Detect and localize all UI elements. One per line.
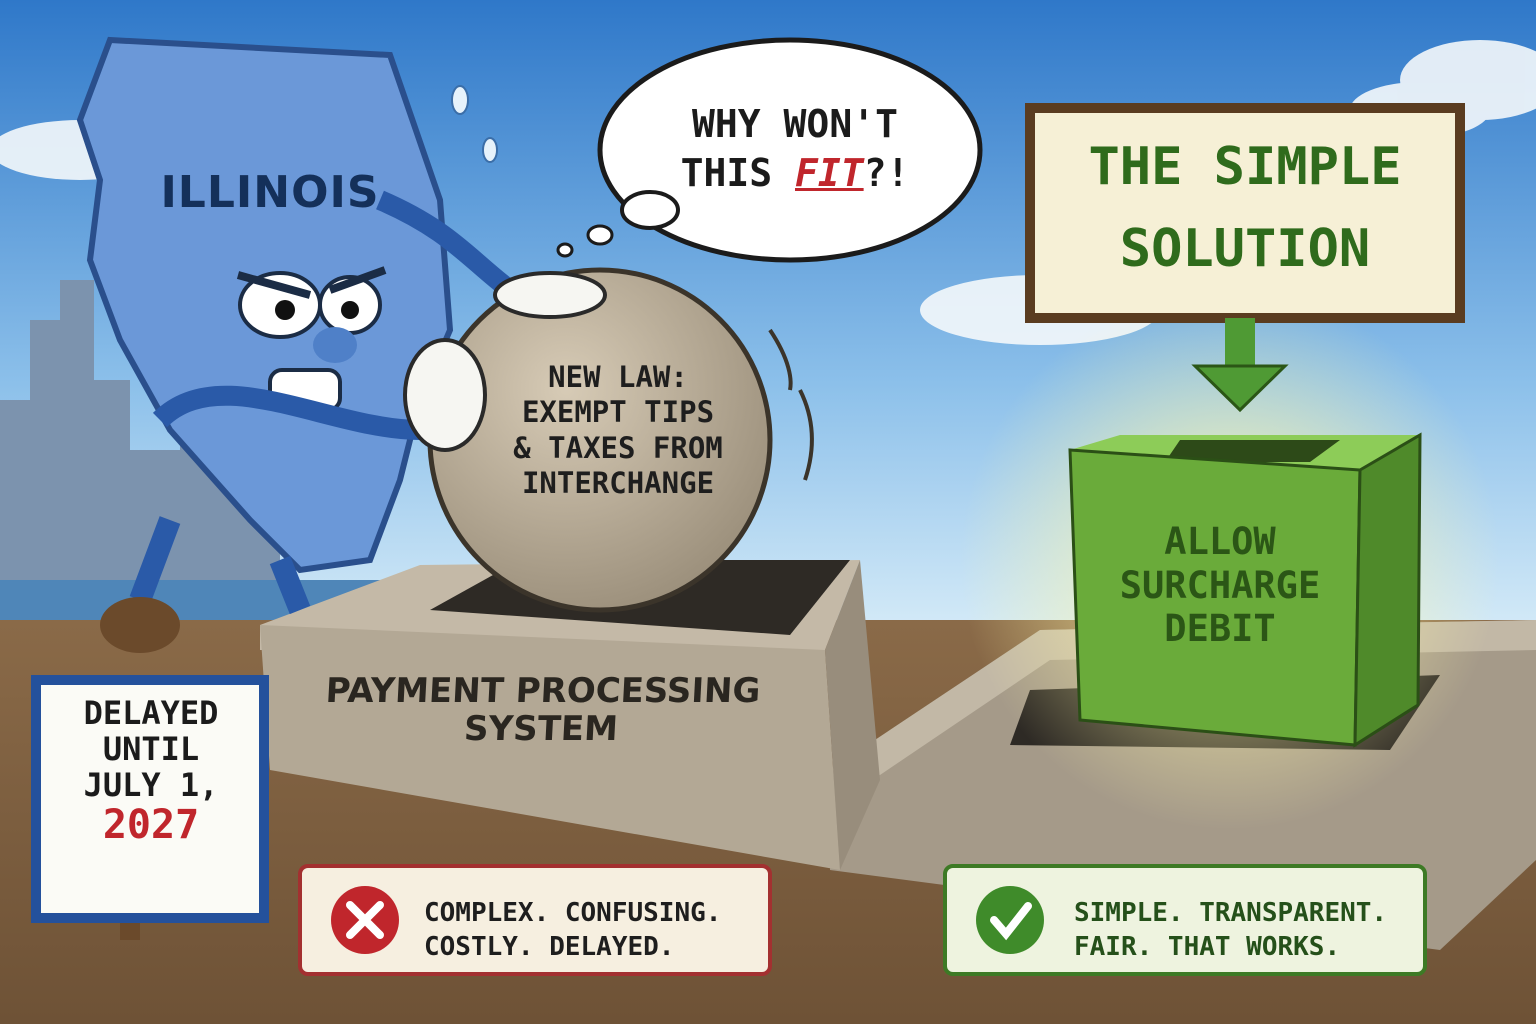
sweat-drops <box>451 85 498 163</box>
good-line-2: FAIR. THAT WORKS. <box>1074 931 1341 962</box>
speech-bubble-text: WHY WON'T THIS FIT?! <box>630 100 960 199</box>
delay-sign <box>31 675 269 940</box>
good-callout <box>943 864 1427 976</box>
bubble-line-2: THIS FIT?! <box>630 149 960 198</box>
delay-year: 2027 <box>102 802 200 849</box>
illinois-character <box>76 36 517 653</box>
speech-bubble <box>556 37 983 263</box>
bubble-line-2-prefix: THIS <box>680 151 795 196</box>
bad-line-2: COSTLY. DELAYED. <box>424 931 675 962</box>
boulder-text: NEW LAW: EXEMPT TIPS & TAXES FROM INTERC… <box>468 360 768 502</box>
boulder-line-4: INTERCHANGE <box>521 466 715 501</box>
bubble-fit-word: FIT <box>794 151 864 196</box>
gloved-hands <box>403 271 607 452</box>
state-name-label: ILLINOIS <box>160 167 380 218</box>
bad-callout-text: COMPLEX. CONFUSING. COSTLY. DELAYED. <box>424 897 721 965</box>
solution-title-line-1: THE SIMPLE <box>1088 137 1402 197</box>
good-callout-text: SIMPLE. TRANSPARENT. FAIR. THAT WORKS. <box>1074 897 1387 965</box>
cube-text: ALLOW SURCHARGE DEBIT <box>1090 520 1350 651</box>
solution-title-line-2: SOLUTION <box>1119 219 1371 279</box>
payment-system-label: PAYMENT PROCESSING SYSTEM <box>324 671 762 750</box>
bad-callout <box>298 864 772 976</box>
delay-sign-text: DELAYED UNTIL JULY 1, 2027 <box>56 694 246 849</box>
cube-line-1: ALLOW <box>1164 520 1276 563</box>
delay-line-2: UNTIL <box>102 729 200 768</box>
solution-sign <box>1025 103 1465 413</box>
delay-line-3: JULY 1, <box>83 765 219 804</box>
boulder-line-2: EXEMPT TIPS <box>521 395 715 430</box>
cube-line-3: DEBIT <box>1164 607 1276 651</box>
green-cube <box>1068 432 1422 748</box>
bubble-line-1: WHY WON'T <box>692 102 898 146</box>
delay-line-1: DELAYED <box>83 694 219 732</box>
boulder-line-3: & TAXES FROM <box>513 430 723 465</box>
bad-line-1: COMPLEX. CONFUSING. <box>424 898 722 928</box>
good-line-1: SIMPLE. TRANSPARENT. <box>1074 898 1388 928</box>
boulder-line-1: NEW LAW: <box>548 360 688 394</box>
cube-line-2: SURCHARGE <box>1119 563 1321 607</box>
bubble-line-2-suffix: ?! <box>863 151 910 196</box>
